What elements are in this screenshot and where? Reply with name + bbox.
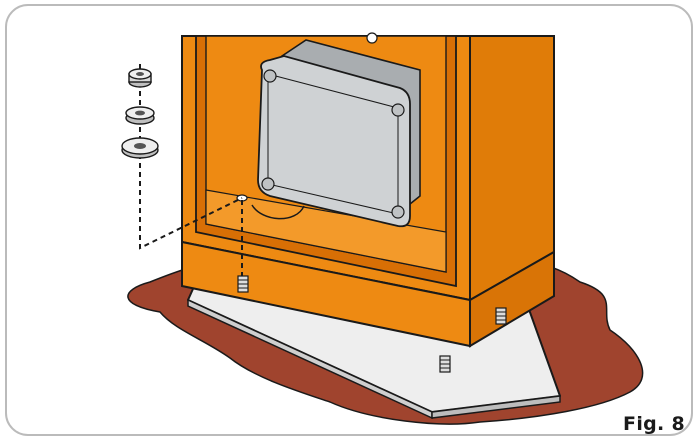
assembly-guide-line [139,64,243,250]
hex-nut [128,68,152,88]
box-screw-top-left [263,69,277,83]
anchor-stud-right [495,307,507,325]
base-plate-edge-right [431,395,561,419]
anchor-stud-front [439,355,451,373]
spring-washer [125,106,155,125]
flat-washer [121,137,159,159]
cabinet-bottom-band-right [469,250,555,348]
anchor-stud-left [237,275,249,293]
cable-cutout [251,204,305,220]
box-screw-bottom-right [391,205,405,219]
figure-caption: Fig. 8 [623,413,685,435]
junction-box-front [257,55,411,228]
box-top-connector [366,32,378,44]
box-screw-bottom-left [261,177,275,191]
box-screw-top-right [391,103,405,117]
